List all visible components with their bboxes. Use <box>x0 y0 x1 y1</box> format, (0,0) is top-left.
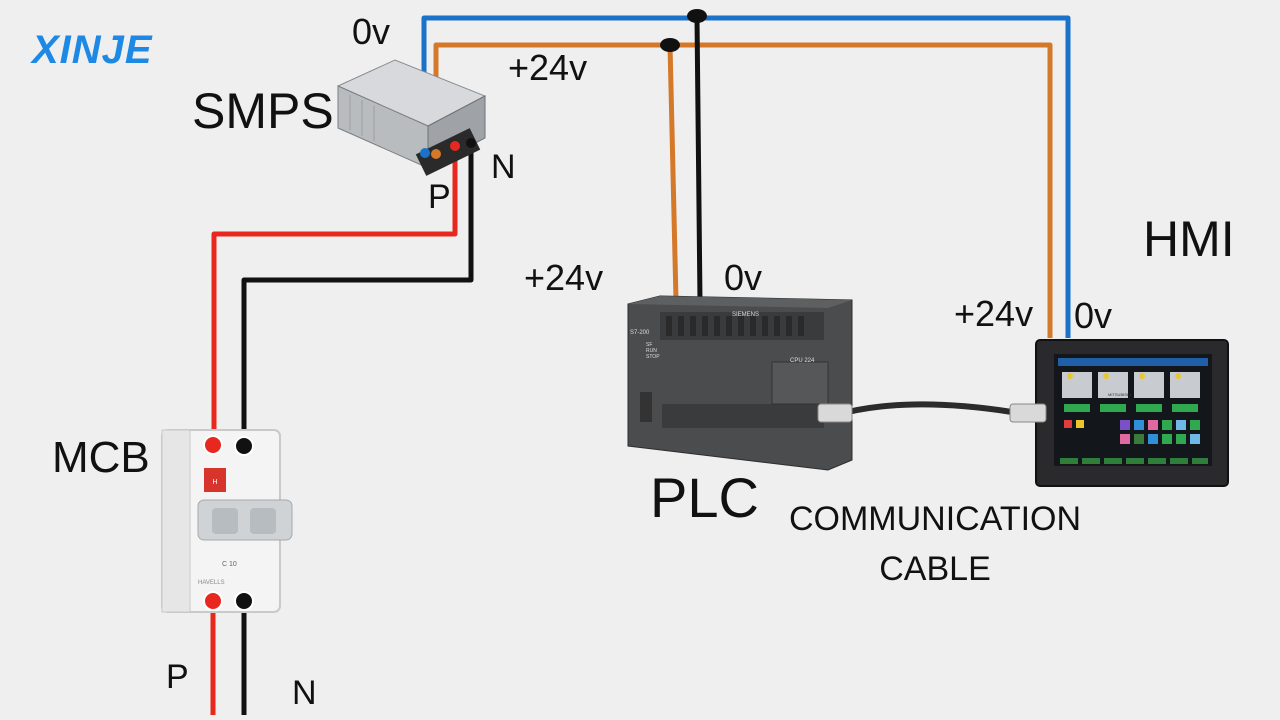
hmi-unit: MITSUBISHI <box>1009 339 1229 487</box>
plc-0v-label: 0v <box>724 257 763 298</box>
wire-plc-24v <box>667 44 679 301</box>
mcb-terminal-p-bottom <box>203 591 223 611</box>
junction-0v <box>687 9 707 23</box>
plc-unit: SIEMENS S7-200 CPU 224 SF RUN STOP <box>627 295 853 471</box>
hmi-24v-label: +24v <box>954 293 1034 334</box>
mcb-brand: HAVELLS <box>198 580 225 586</box>
smps-p-label: P <box>428 178 451 216</box>
brand-logo: XINJE <box>32 28 153 72</box>
plc-model: S7-200 <box>630 330 650 336</box>
plc-brand: SIEMENS <box>732 312 759 318</box>
junction-24v <box>660 38 680 52</box>
plc-label: PLC <box>650 466 759 529</box>
wire-phase <box>211 148 458 440</box>
comm-cable-line1: COMMUNICATION <box>788 500 1082 538</box>
smps-n-label: N <box>491 148 516 186</box>
mcb-n-label: N <box>292 674 317 712</box>
hmi-brand: MITSUBISHI <box>1108 392 1131 397</box>
smps-label: SMPS <box>192 83 334 139</box>
smps-unit <box>336 59 487 176</box>
mcb-terminal-p-top <box>203 435 223 455</box>
mcb-terminal-n-top <box>234 436 254 456</box>
hmi-label: HMI <box>1143 211 1235 267</box>
plc-24v-label: +24v <box>524 257 604 298</box>
comm-cable-line2: CABLE <box>879 550 991 588</box>
plc-led-sf: SF <box>646 342 652 348</box>
mcb-rating: C 10 <box>222 561 237 568</box>
wire-plc-0v <box>694 17 703 303</box>
mcb-p-label: P <box>166 658 189 696</box>
wire-neutral <box>241 146 474 440</box>
hmi-0v-label: 0v <box>1074 295 1113 336</box>
plc-led-stop: STOP <box>646 354 660 360</box>
mcb-terminal-n-bottom <box>234 591 254 611</box>
mcb-brand-logo: H <box>212 479 217 486</box>
plc-cpu: CPU 224 <box>790 358 815 364</box>
smps-24v-label: +24v <box>508 47 588 88</box>
mcb-label: MCB <box>52 433 150 482</box>
smps-0v-label: 0v <box>352 11 391 52</box>
communication-cable <box>847 401 1013 415</box>
plc-led-run: RUN <box>646 348 657 354</box>
mcb-unit: H C 10 HAVELLS <box>161 429 293 613</box>
